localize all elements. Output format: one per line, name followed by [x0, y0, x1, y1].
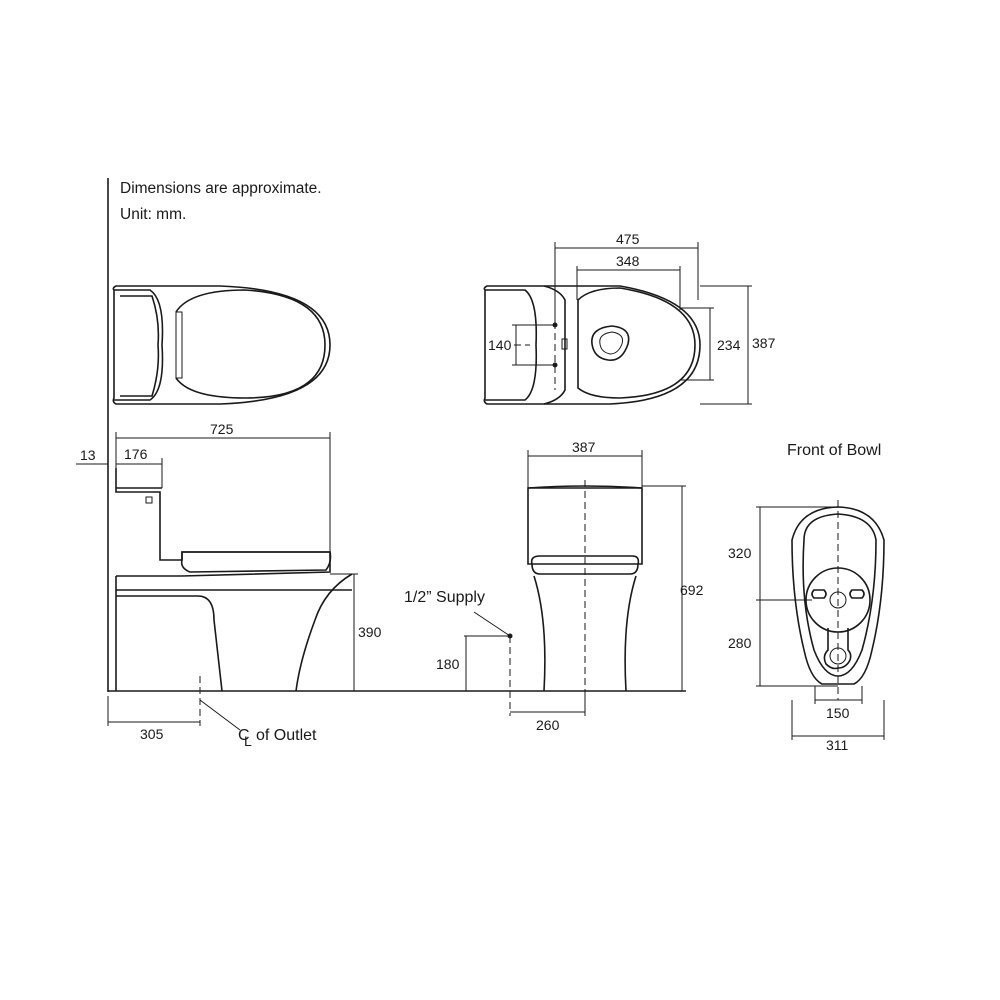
dim-387-front: 387: [572, 439, 596, 455]
side-view: [115, 468, 353, 692]
svg-text:C: C: [238, 727, 250, 744]
dim-260: 260: [536, 717, 560, 733]
centerline-symbol: C L: [238, 727, 252, 749]
dim-280: 280: [728, 635, 752, 651]
outlet-label: of Outlet: [256, 727, 317, 744]
dim-180: 180: [436, 656, 460, 672]
dim-475: 475: [616, 231, 640, 247]
supply-label: 1/2” Supply: [404, 589, 485, 606]
dim-140: 140: [488, 337, 512, 353]
dim-311: 311: [826, 737, 849, 753]
note-unit: Unit: mm.: [120, 206, 186, 223]
top-view-left: [112, 285, 331, 405]
dim-390: 390: [358, 624, 382, 640]
dim-348: 348: [616, 253, 640, 269]
top-view-right: [483, 285, 701, 405]
front-of-bowl-title: Front of Bowl: [787, 442, 881, 459]
dim-150: 150: [826, 705, 850, 721]
front-view: [527, 480, 643, 700]
svg-text:L: L: [244, 733, 252, 749]
dim-234: 234: [717, 337, 741, 353]
dim-176: 176: [124, 446, 148, 462]
dim-305: 305: [140, 726, 164, 742]
dim-725: 725: [210, 421, 234, 437]
dim-692: 692: [680, 582, 704, 598]
dim-320: 320: [728, 545, 752, 561]
note-approximate: Dimensions are approximate.: [120, 180, 322, 197]
dim-13: 13: [80, 447, 96, 463]
dim-387-top: 387: [752, 335, 776, 351]
bowl-view: [791, 500, 885, 700]
